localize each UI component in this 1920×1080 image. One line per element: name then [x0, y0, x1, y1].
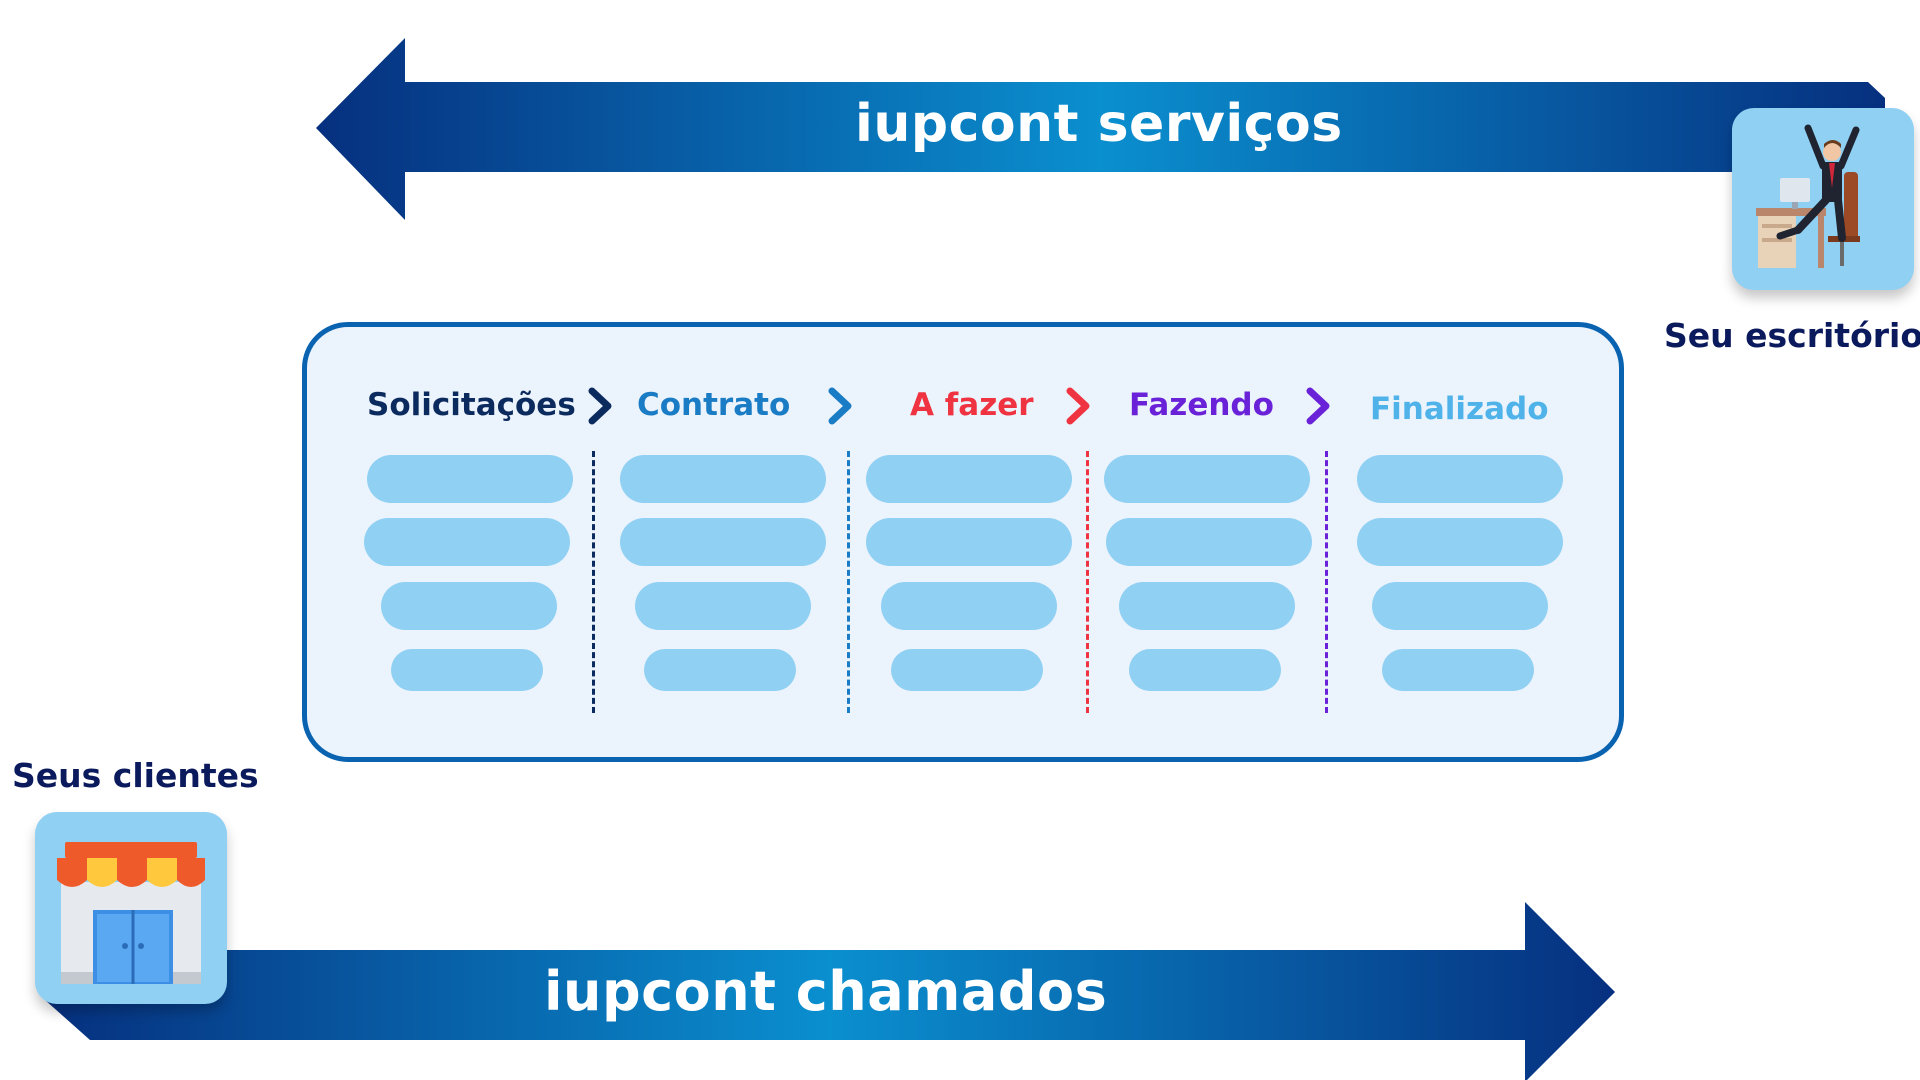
task-card-placeholder — [866, 455, 1072, 503]
task-card-placeholder — [1129, 649, 1281, 691]
top-arrow-shape — [316, 38, 1885, 220]
column-divider — [592, 451, 595, 713]
office-tile — [1732, 108, 1914, 290]
chevron-right-icon — [828, 387, 852, 425]
task-card-placeholder — [891, 649, 1043, 691]
stage-title-contrato: Contrato — [637, 387, 791, 423]
task-card-placeholder — [1357, 518, 1563, 566]
task-card-placeholder — [1104, 455, 1310, 503]
task-card-placeholder — [381, 582, 557, 630]
clients-tile — [35, 812, 227, 1004]
bottom-arrow-shape — [45, 902, 1615, 1080]
task-card-placeholder — [1372, 582, 1548, 630]
top-arrow-label: iupcont serviços — [855, 94, 1343, 154]
column-divider — [1325, 451, 1328, 713]
column-divider — [847, 451, 850, 713]
task-card-placeholder — [1106, 518, 1312, 566]
task-card-placeholder — [1382, 649, 1534, 691]
task-card-placeholder — [620, 518, 826, 566]
kanban-board: Solicitações Contrato A fazer Fazendo Fi… — [302, 322, 1624, 762]
stage-title-solicitacoes: Solicitações — [367, 387, 576, 423]
chevron-right-icon — [588, 387, 612, 425]
storefront-icon — [57, 842, 205, 984]
task-card-placeholder — [866, 518, 1072, 566]
task-card-placeholder — [635, 582, 811, 630]
bottom-arrow-label: iupcont chamados — [544, 960, 1108, 1023]
stage-title-fazendo: Fazendo — [1129, 387, 1274, 423]
task-card-placeholder — [391, 649, 543, 691]
stage-title-a-fazer: A fazer — [910, 387, 1034, 423]
task-card-placeholder — [620, 455, 826, 503]
column-divider — [1086, 451, 1089, 713]
clients-label: Seus clientes — [12, 756, 259, 795]
task-card-placeholder — [881, 582, 1057, 630]
task-card-placeholder — [1357, 455, 1563, 503]
chevron-right-icon — [1306, 387, 1330, 425]
task-card-placeholder — [644, 649, 796, 691]
chevron-right-icon — [1066, 387, 1090, 425]
task-card-placeholder — [364, 518, 570, 566]
stage-title-finalizado: Finalizado — [1370, 391, 1549, 427]
office-worker-icon — [1756, 124, 1860, 268]
office-label: Seu escritório — [1664, 316, 1920, 355]
task-card-placeholder — [367, 455, 573, 503]
task-card-placeholder — [1119, 582, 1295, 630]
